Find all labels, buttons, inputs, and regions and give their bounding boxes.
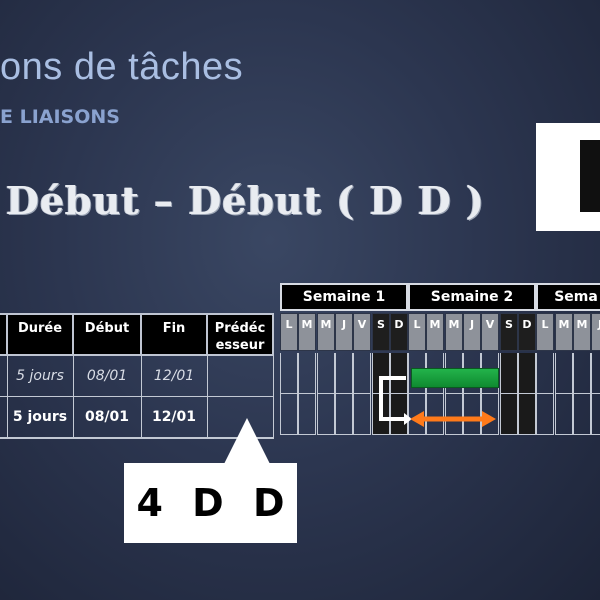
predecessor-callout: 4 D D [124,463,297,543]
gantt-cell [463,394,481,435]
task-table-header: Durée Début Fin Prédéc esseur [0,313,274,356]
day-header: J [591,313,600,351]
fin-cell: 12/01 [140,354,208,397]
pred-cell [206,354,274,397]
header-pred-line2: esseur [215,338,265,353]
header-pred-line1: Prédéc [214,321,266,336]
day-header: M [317,313,335,351]
gantt-cell [481,394,499,435]
day-header: L [280,313,298,351]
day-header: M [573,313,591,351]
gantt-cell [500,394,518,435]
day-header: M [426,313,444,351]
day-header: J [335,313,353,351]
gantt-cell [408,394,426,435]
float-arrow-right-head [482,411,496,427]
gantt-cell [335,394,353,435]
header-fin: Fin [140,313,208,356]
gantt-cell [353,394,371,435]
day-header: M [555,313,573,351]
gantt-cell [573,353,591,394]
day-header: S [500,313,518,351]
gantt-cell [335,353,353,394]
gantt-cell [426,394,444,435]
duree-cell: 5 jours [6,396,74,439]
day-header: M [445,313,463,351]
gantt-cell [280,394,298,435]
day-header: J [463,313,481,351]
float-arrow-left-head [410,411,424,427]
gantt-cell [390,394,408,435]
header-predecesseur: Prédéc esseur [206,313,274,356]
gantt-cell [555,394,573,435]
day-header: M [298,313,316,351]
duree-cell: 5 jours [6,354,74,397]
gantt-cell [573,394,591,435]
day-header: L [408,313,426,351]
header-debut: Début [72,313,142,356]
gantt-cell [518,353,536,394]
gantt-cell [298,353,316,394]
gantt-cell [390,353,408,394]
dd-link-arrowhead [404,413,412,425]
day-header: D [390,313,408,351]
fin-cell: 12/01 [140,396,208,439]
gantt-cell [591,353,600,394]
day-header: V [353,313,371,351]
week-header-3: Sema [536,283,600,311]
table-row: 5 jours 08/01 12/01 [0,396,274,439]
task-table: Durée Début Fin Prédéc esseur 5 jours 08… [0,313,274,439]
gantt-cell [591,394,600,435]
task-bar-green [411,368,499,388]
slide-title: ons de tâches [0,46,244,88]
callout-tail [223,418,271,466]
header-blank [0,313,8,356]
gantt-cell [518,394,536,435]
day-header: S [372,313,390,351]
gantt-cell [298,394,316,435]
header-duree: Durée [6,313,74,356]
day-header: D [518,313,536,351]
gantt-cell [555,353,573,394]
dd-link-connector [379,376,406,421]
gantt-cell [280,353,298,394]
chalk-heading: Début – Début ( D D ) [6,178,486,223]
corner-letter-glyph [580,140,600,212]
gantt-cell [445,394,463,435]
gantt-cell [317,394,335,435]
gantt-cell [536,394,554,435]
gantt-cell [317,353,335,394]
debut-cell: 08/01 [72,396,142,439]
slide-subtitle: E LIAISONS [0,106,120,128]
table-row: 5 jours 08/01 12/01 [0,354,274,397]
day-header: V [481,313,499,351]
week-header-1: Semaine 1 [280,283,408,311]
gantt-cell [500,353,518,394]
day-header: L [536,313,554,351]
week-header-2: Semaine 2 [408,283,536,311]
gantt-cell [536,353,554,394]
gantt-cell [353,353,371,394]
